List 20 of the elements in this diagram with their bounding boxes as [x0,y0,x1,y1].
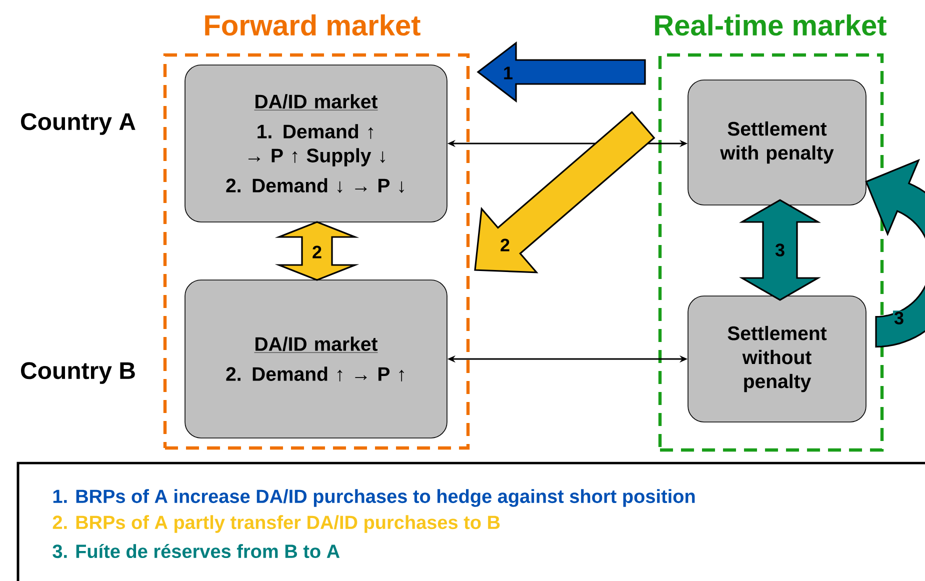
edge-label: 1 [502,66,514,80]
process-box: DA/ID market 1. Demand ↑ → P ↑ Supply ↓ 2. Demand ↓ → P ↓ [184,64,448,222]
edge-label: 3 [893,310,906,326]
block-arrow [476,41,646,103]
row-label: Country B [21,362,135,384]
process-box: Settlement with penalty [688,80,866,206]
legend-entry: 3. Fuíte de réserves from B to A [52,544,340,558]
process-box: DA/ID market 2. Demand ↑ → P ↑ [184,280,448,438]
legend-entry: 2. BRPs of A partly transfer DA/ID purchases to B [52,515,500,533]
block-arrow [739,199,821,301]
edge-label: 3 [774,242,786,258]
block-arrow [865,158,925,348]
group-title: Real-time market [655,14,886,36]
edge-label: 2 [311,244,324,260]
group-title: Forward market [205,14,420,36]
legend-entry: 1. BRPs of A increase DA/ID purchases to hedge against short position [53,489,695,507]
edge-label: 2 [499,238,512,252]
row-label: Country A [21,113,136,135]
process-box: Settlement without penalty [688,296,866,422]
block-arrow [274,221,360,281]
